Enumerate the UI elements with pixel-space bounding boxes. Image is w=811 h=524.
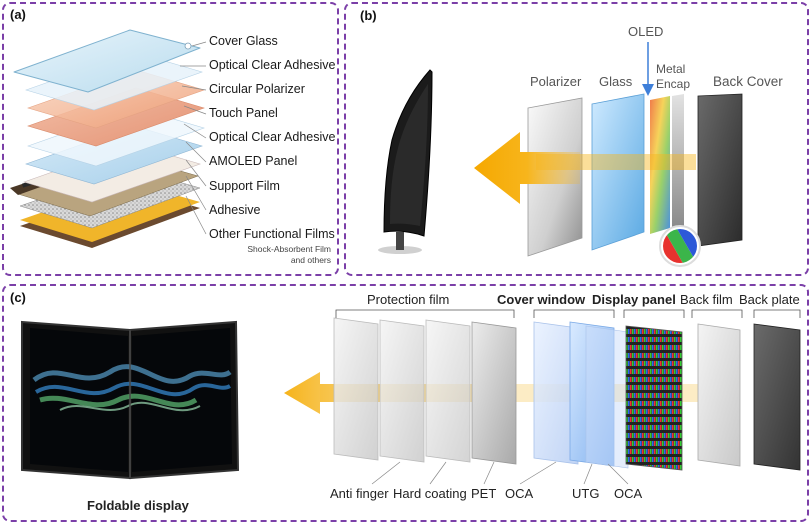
label-hard-coating: Hard coating [393,486,467,501]
leader-lines-a [180,41,207,235]
label-oled: OLED [628,24,664,39]
back-plate-layer [753,323,801,471]
label-support-film: Support Film [209,179,280,193]
label-display-panel: Display panel [592,292,676,307]
leader-lines-c [371,461,629,485]
panel-c [2,284,809,522]
label-oca-c2: OCA [614,486,643,501]
light-arrow-b [474,132,696,204]
label-polarizer: Polarizer [530,74,582,89]
oca-layer-1 [533,321,579,465]
label-back-film: Back film [680,292,733,307]
panel-c-label: (c) [10,290,26,305]
glass-layer [591,93,645,251]
foldable-display-image [21,320,240,480]
label-adhesive: Adhesive [209,203,261,217]
oca-layer-2 [585,325,629,469]
label-oca-c1: OCA [505,486,534,501]
metal-encap-layer [672,94,684,228]
pet-layer-front [425,319,471,463]
back-cover-layer [697,93,743,247]
display-panel-layer [625,325,683,471]
anti-finger-layer [333,317,379,461]
label-cover-glass: Cover Glass [209,34,278,48]
label-back-cover: Back Cover [713,74,783,89]
label-and-others: and others [290,255,331,265]
label-glass: Glass [599,74,633,89]
label-anti-finger: Anti finger [330,486,389,501]
label-foldable-display: Foldable display [87,498,189,513]
panel-b [344,2,809,276]
label-utg: UTG [572,486,600,501]
label-metal: Metal [656,62,686,76]
label-shock-absorbent: Shock-Absorbent Film [247,244,331,254]
panel-a [2,2,339,276]
pet-layer [471,321,517,465]
panel-a-label: (a) [10,7,26,22]
label-oca-1: Optical Clear Adhesive [209,58,336,72]
label-other-functional-films: Other Functional Films [209,227,335,241]
hard-coating-layer [379,319,425,463]
back-film-layer [697,323,741,467]
panel-b-label: (b) [360,8,377,23]
label-cover-window: Cover window [497,292,586,307]
oled-layer [650,96,670,234]
label-circular-polarizer: Circular Polarizer [209,82,305,96]
label-back-plate: Back plate [739,292,800,307]
layer-stack-a [10,29,205,248]
label-touch-panel: Touch Panel [209,106,278,120]
brackets-c [335,309,801,318]
label-amoled-panel: AMOLED Panel [209,154,298,168]
label-pet: PET [471,486,497,501]
curved-tv [378,69,433,254]
label-protection-film: Protection film [367,292,450,307]
rgb-pixel-icon [659,225,701,267]
label-oca-2: Optical Clear Adhesive [209,130,336,144]
label-encap: Encap [656,77,691,91]
